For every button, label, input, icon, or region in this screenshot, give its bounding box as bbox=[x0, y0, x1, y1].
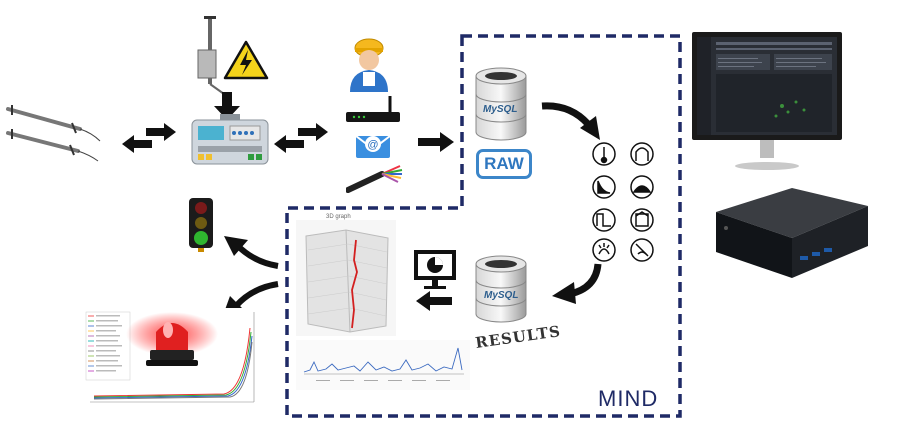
bidirectional-arrow-1 bbox=[122, 123, 176, 153]
worker-icon bbox=[350, 38, 388, 92]
processing-icons-grid bbox=[590, 140, 662, 262]
results-db-brand: MySQL bbox=[484, 290, 519, 301]
email-icon: @ bbox=[355, 135, 391, 158]
sensor-rods-icon bbox=[6, 105, 101, 162]
mini-pc-icon bbox=[716, 188, 868, 278]
curved-arrow-to-results bbox=[552, 263, 602, 304]
cable-bundle-icon bbox=[346, 165, 403, 193]
sensor-pole-icon bbox=[197, 16, 240, 120]
wifi-router-icon bbox=[346, 96, 400, 122]
email-symbol: @ bbox=[367, 139, 378, 151]
curved-arrow-to-processing bbox=[541, 102, 600, 140]
desktop-monitor-icon bbox=[692, 32, 842, 170]
graph-title: 3D graph bbox=[326, 214, 351, 220]
database-icon bbox=[475, 67, 527, 141]
alarm-siren-icon bbox=[126, 312, 218, 366]
mind-label: MIND bbox=[598, 386, 659, 411]
high-voltage-warning-icon bbox=[223, 40, 269, 80]
traffic-light-icon bbox=[189, 198, 213, 252]
arrow-to-graph bbox=[416, 291, 452, 311]
bidirectional-arrow-2 bbox=[274, 123, 328, 153]
datalogger-device-icon bbox=[191, 114, 269, 165]
arrow-to-raw-db bbox=[418, 132, 454, 152]
monitor-pie-chart-icon bbox=[414, 250, 456, 289]
3d-graph-panel bbox=[296, 220, 396, 336]
raw-badge: RAW bbox=[476, 149, 532, 179]
raw-db-brand: MySQL bbox=[483, 104, 518, 115]
database-icon bbox=[475, 255, 527, 323]
timeseries-panel bbox=[296, 340, 470, 390]
arrow-to-traffic-light bbox=[224, 236, 279, 269]
